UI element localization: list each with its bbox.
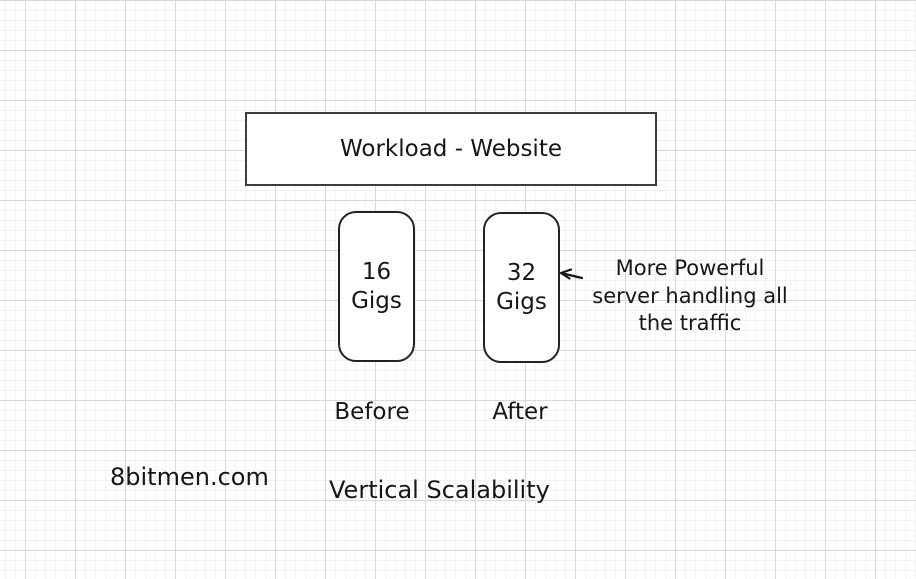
- server-before-capacity: 16 Gigs: [351, 258, 402, 314]
- server-box-after: 32 Gigs: [483, 212, 560, 363]
- label-before: Before: [334, 399, 410, 425]
- label-after: After: [492, 399, 548, 425]
- server-after-capacity: 32 Gigs: [496, 259, 547, 315]
- diagram-caption: Vertical Scalability: [329, 476, 550, 504]
- annotation-text: More Powerful server handling all the tr…: [592, 256, 788, 335]
- left-arrow-icon: [559, 268, 584, 280]
- watermark-text: 8bitmen.com: [110, 463, 269, 491]
- workload-box: Workload - Website: [245, 112, 657, 186]
- workload-box-label: Workload - Website: [339, 136, 562, 162]
- server-box-before: 16 Gigs: [338, 211, 415, 362]
